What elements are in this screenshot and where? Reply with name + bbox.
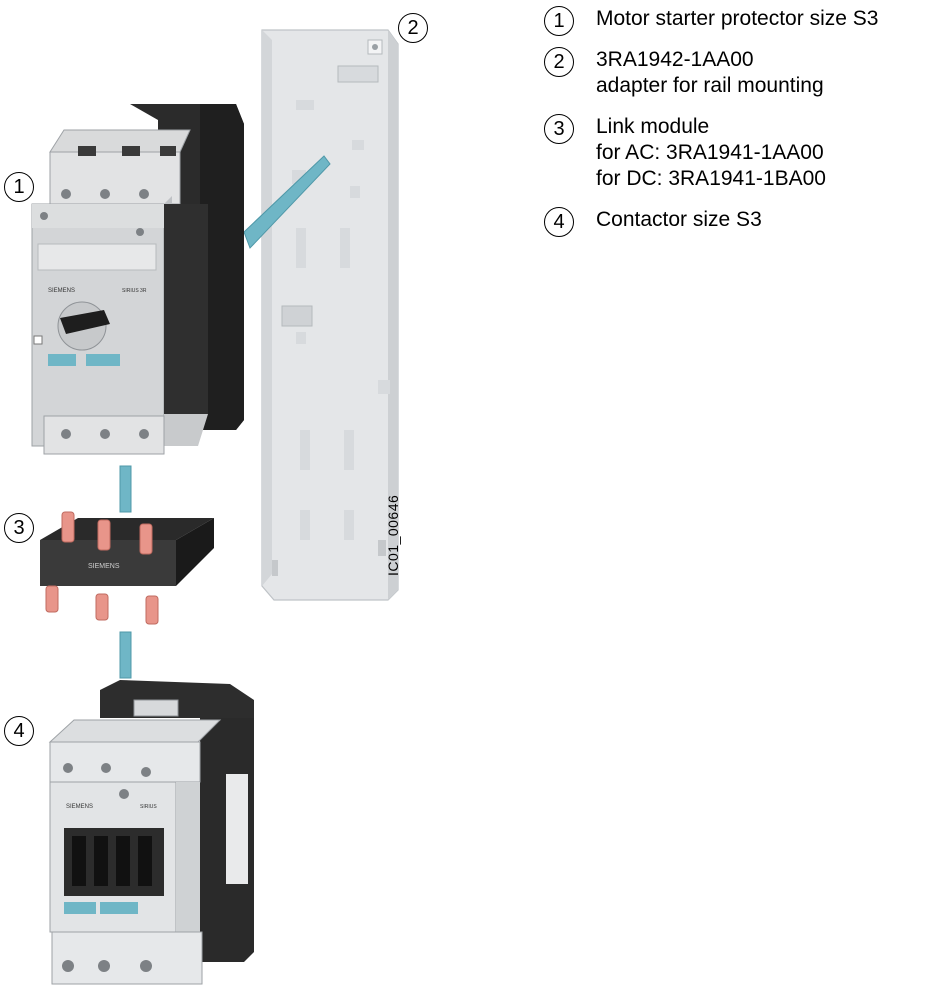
legend-number: 4 xyxy=(544,207,574,237)
legend-line: 3RA1942-1AA00 xyxy=(596,48,754,71)
link-module: SIEMENS xyxy=(40,511,214,625)
legend-text: Contactor size S3 xyxy=(596,207,944,233)
callout-4: 4 xyxy=(4,716,34,746)
callout-2: 2 xyxy=(398,13,428,43)
drawing-id: IC01_00646 xyxy=(385,494,401,576)
legend: 1 Motor starter protector size S3 2 3RA1… xyxy=(544,6,944,248)
svg-text:SIEMENS: SIEMENS xyxy=(88,563,120,570)
legend-item-2: 2 3RA1942-1AA00 adapter for rail mountin… xyxy=(544,47,944,99)
legend-number: 2 xyxy=(544,47,574,77)
legend-line: for AC: 3RA1941-1AA00 xyxy=(596,141,824,164)
legend-number: 3 xyxy=(544,114,574,144)
svg-text:SIEMENS: SIEMENS xyxy=(48,288,75,294)
motor-starter-protector: SIEMENS SIRIUS 3R xyxy=(31,104,244,455)
connector-upper xyxy=(119,465,132,513)
legend-item-3: 3 Link module for AC: 3RA1941-1AA00 for … xyxy=(544,114,944,192)
svg-text:SIRIUS: SIRIUS xyxy=(140,804,157,810)
svg-text:SIRIUS 3R: SIRIUS 3R xyxy=(122,288,147,294)
legend-line: for DC: 3RA1941-1BA00 xyxy=(596,167,826,190)
legend-line: adapter for rail mounting xyxy=(596,74,824,97)
connector-lower xyxy=(119,631,132,679)
contactor: SIEMENS SIRIUS xyxy=(48,680,254,985)
legend-item-1: 1 Motor starter protector size S3 xyxy=(544,6,944,36)
svg-text:SIEMENS: SIEMENS xyxy=(66,804,93,810)
legend-text: 3RA1942-1AA00 adapter for rail mounting xyxy=(596,47,944,99)
legend-line: Contactor size S3 xyxy=(596,208,762,231)
component-diagram: SIEMENS SIRIUS 3R SIEMENS xyxy=(31,29,399,985)
legend-number: 1 xyxy=(544,6,574,36)
legend-line: Motor starter protector size S3 xyxy=(596,7,879,30)
legend-text: Link module for AC: 3RA1941-1AA00 for DC… xyxy=(596,114,944,192)
mounting-connector xyxy=(243,155,331,249)
legend-text: Motor starter protector size S3 xyxy=(596,6,944,32)
legend-line: Link module xyxy=(596,115,710,138)
callout-3: 3 xyxy=(4,513,34,543)
callout-1: 1 xyxy=(4,172,34,202)
rail-adapter xyxy=(261,29,399,601)
legend-item-4: 4 Contactor size S3 xyxy=(544,207,944,237)
